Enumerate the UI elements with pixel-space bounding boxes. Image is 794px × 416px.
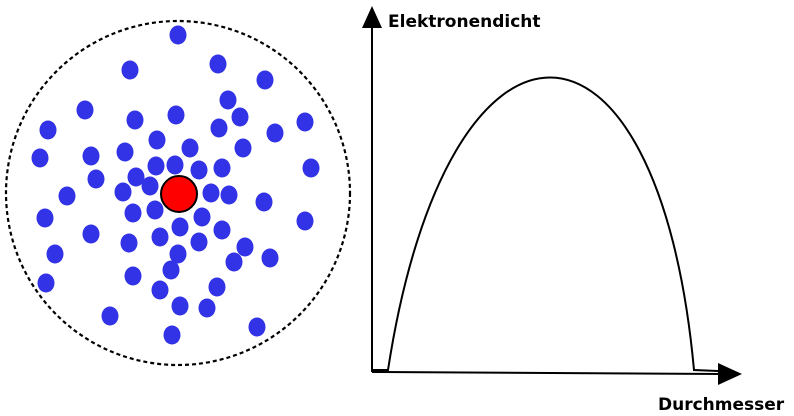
x-axis <box>372 372 722 374</box>
electron <box>232 108 249 127</box>
electron <box>47 245 64 264</box>
electron <box>121 234 138 253</box>
electron <box>220 91 237 110</box>
electron <box>221 186 238 205</box>
electron <box>102 307 119 326</box>
electron <box>149 131 166 150</box>
electron <box>83 147 100 166</box>
electron <box>168 106 185 125</box>
electron <box>297 113 314 132</box>
electron <box>172 297 189 316</box>
electron <box>147 201 164 220</box>
x-axis-arrowhead <box>718 363 742 385</box>
electron <box>210 55 227 74</box>
electron <box>235 139 252 158</box>
electron <box>297 212 314 231</box>
electron <box>262 249 279 268</box>
electron <box>88 170 105 189</box>
electron <box>167 156 184 175</box>
electron <box>191 161 208 180</box>
electron <box>191 233 208 252</box>
electron <box>256 193 273 212</box>
electron <box>148 157 165 176</box>
nucleus <box>161 176 197 212</box>
electron <box>125 267 142 286</box>
electron <box>127 111 144 130</box>
x-axis-label: Durchmesser <box>658 395 785 415</box>
electron <box>38 274 55 293</box>
atom-model <box>6 21 350 365</box>
electron <box>125 204 142 223</box>
electron <box>172 218 189 237</box>
electron <box>249 318 266 337</box>
electron <box>59 187 76 206</box>
electron <box>122 61 139 80</box>
density-graph: Elektronendicht Durchmesser <box>362 6 785 415</box>
electron <box>77 101 94 120</box>
electron <box>83 225 100 244</box>
electron <box>115 183 132 202</box>
electron <box>194 208 211 227</box>
electron <box>152 281 169 300</box>
electron <box>32 149 49 168</box>
electron <box>303 159 320 178</box>
electron <box>170 26 187 45</box>
electron <box>117 143 134 162</box>
electron <box>163 261 180 280</box>
electron <box>209 278 226 297</box>
y-axis-arrowhead <box>362 6 382 28</box>
electron <box>211 119 228 138</box>
electron <box>40 121 57 140</box>
electron <box>164 326 181 345</box>
electron <box>152 228 169 247</box>
electron <box>37 209 54 228</box>
density-curve <box>372 78 718 372</box>
electron <box>226 253 243 272</box>
electron <box>267 124 284 143</box>
y-axis-label: Elektronendicht <box>388 12 541 32</box>
electron <box>214 221 231 240</box>
electron <box>257 71 274 90</box>
electron <box>203 184 220 203</box>
electron <box>214 159 231 178</box>
electron <box>182 139 199 158</box>
electron <box>237 238 254 257</box>
electron <box>199 299 216 318</box>
electron <box>142 177 159 196</box>
